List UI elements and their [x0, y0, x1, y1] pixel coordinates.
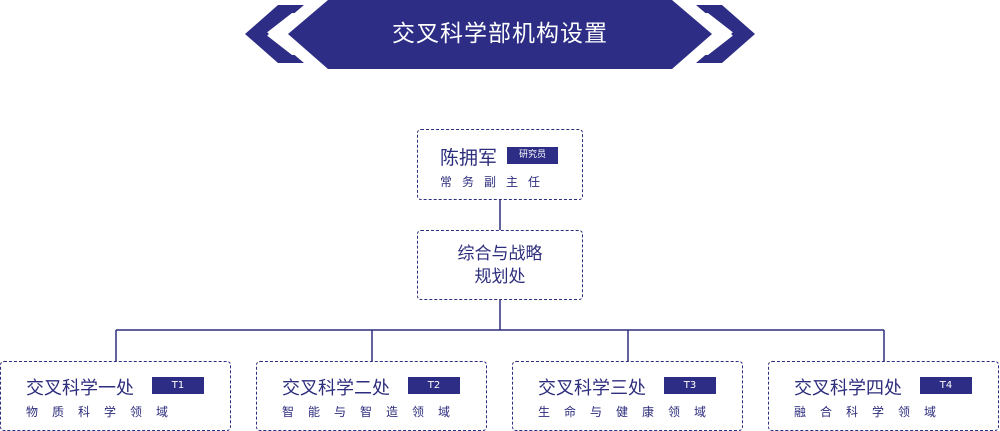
department-code-badge: T1 — [152, 377, 204, 394]
banner-ribbon — [288, 0, 712, 69]
banner-left-chevron-inner — [265, 13, 310, 55]
department-field: 物质科学领域 — [26, 405, 183, 419]
head-role: 常务副主任 — [440, 175, 551, 189]
department-code-badge: T3 — [664, 377, 716, 394]
department-node-4: 交叉科学四处 T4 融合科学领域 — [768, 361, 999, 431]
office-name-line-2: 规划处 — [474, 267, 526, 287]
department-name: 交叉科学四处 — [794, 378, 902, 399]
title-banner-graphic — [245, 0, 755, 69]
head-title-badge: 研究员 — [507, 147, 558, 164]
office-name: 综合与战略 规划处 — [418, 243, 582, 289]
department-name: 交叉科学二处 — [282, 378, 390, 399]
department-code-badge: T2 — [408, 377, 460, 394]
department-name: 交叉科学一处 — [26, 378, 134, 399]
department-field: 融合科学领域 — [794, 405, 951, 419]
banner-right-chevron-inner — [690, 13, 735, 55]
office-name-line-1: 综合与战略 — [457, 244, 543, 264]
department-field: 智能与智造领域 — [282, 405, 465, 419]
head-name: 陈拥军 — [440, 147, 498, 169]
page-title: 交叉科学部机构设置 — [392, 21, 608, 47]
department-field: 生命与健康领域 — [538, 405, 721, 419]
office-node: 综合与战略 规划处 — [417, 230, 583, 300]
head-node: 陈拥军 研究员 常务副主任 — [417, 129, 583, 200]
department-name: 交叉科学三处 — [538, 378, 646, 399]
department-node-3: 交叉科学三处 T3 生命与健康领域 — [512, 361, 743, 431]
department-node-1: 交叉科学一处 T1 物质科学领域 — [0, 361, 231, 431]
department-node-2: 交叉科学二处 T2 智能与智造领域 — [256, 361, 487, 431]
department-code-badge: T4 — [920, 377, 972, 394]
